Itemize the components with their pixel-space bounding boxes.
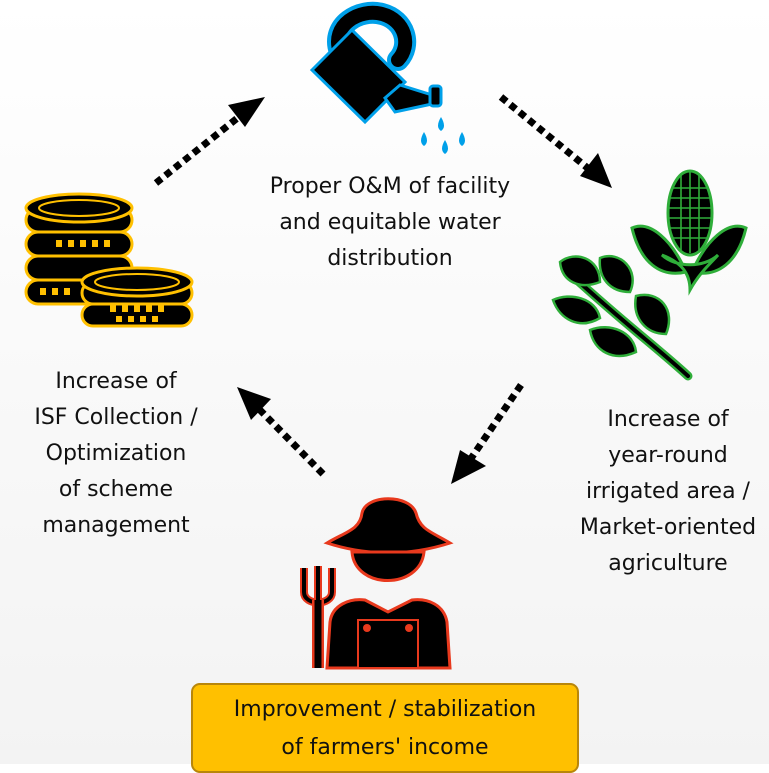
node-bottom-line-2: of farmers' income (281, 735, 489, 760)
node-top-line-1: Proper O&M of facility (269, 174, 511, 199)
node-left-line-1: Increase of (55, 369, 177, 394)
arrow-right-to-bottom (451, 383, 524, 484)
node-bottom-line-1: Improvement / stabilization (233, 697, 537, 722)
farmer-icon (300, 497, 454, 670)
arrow-top-to-right (498, 94, 612, 188)
corn-icon (630, 169, 748, 296)
node-right-line-2: year-round (608, 443, 728, 468)
node-left-line-3: Optimization (45, 441, 187, 466)
node-right-line-1: Increase of (607, 407, 729, 432)
node-left-line-2: ISF Collection / (34, 405, 198, 430)
arrow-bottom-to-left (237, 387, 326, 477)
node-left-line-5: management (42, 513, 190, 538)
node-top-line-2: and equitable water (279, 210, 501, 235)
leaf-branch-icon (551, 255, 693, 381)
node-right-line-4: Market-oriented (579, 515, 757, 540)
watering-can-icon (309, 1, 465, 154)
arrow-left-to-top (153, 97, 265, 186)
farmer-income-box: Improvement / stabilization of farmers' … (191, 683, 579, 773)
node-right-line-5: agriculture (608, 551, 728, 576)
node-right-label: Increase of year-round irrigated area / … (567, 402, 769, 582)
coin-stacks-icon (24, 192, 194, 328)
node-left-line-4: of scheme (58, 477, 174, 502)
node-top-label: Proper O&M of facility and equitable wat… (225, 169, 555, 277)
node-right-line-3: irrigated area / (586, 479, 750, 504)
node-top-line-3: distribution (327, 246, 453, 271)
node-left-label: Increase of ISF Collection / Optimizatio… (0, 364, 232, 544)
